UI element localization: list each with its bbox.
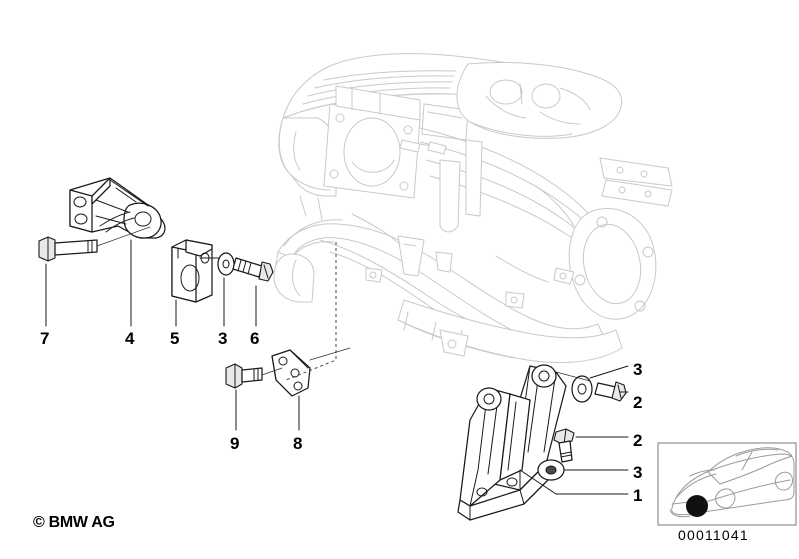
part-8-mounting-plate <box>271 347 351 397</box>
callout-5: 5 <box>170 329 180 348</box>
part-3-washer-upper-right <box>555 371 593 403</box>
callout-8: 8 <box>293 434 303 453</box>
diagram-id: 00011041 <box>678 527 749 543</box>
part-7-hex-bolt <box>38 226 151 262</box>
part-2-hex-bolt-lower <box>553 428 575 463</box>
part-6-threaded-bolt <box>232 257 274 282</box>
callout-9: 9 <box>230 434 240 453</box>
part-9-hex-bolt <box>225 363 283 389</box>
copyright-notice: © BMW AG <box>33 514 115 531</box>
callout-2-upper-right: 2 <box>633 393 643 412</box>
part-4-support-arm-bracket <box>69 177 166 239</box>
callout-leaders <box>45 239 629 495</box>
callout-1: 1 <box>633 486 643 505</box>
callout-3-upper-right: 3 <box>633 360 643 379</box>
part-2-hex-bolt-upper-right <box>594 381 627 402</box>
callout-6: 6 <box>250 329 260 348</box>
callout-3-lower-right: 3 <box>633 463 643 482</box>
part-3-washer-left <box>217 252 235 276</box>
vehicle-location-indicator <box>657 442 797 526</box>
callout-2-lower-right: 2 <box>633 431 643 450</box>
part-5-rubber-mount-holder <box>171 239 229 303</box>
part-1-support-bracket-large <box>457 364 567 521</box>
callout-4: 4 <box>125 329 135 348</box>
callout-7: 7 <box>40 329 50 348</box>
callout-3-left: 3 <box>218 329 228 348</box>
intake-manifold-ghost <box>273 53 673 364</box>
